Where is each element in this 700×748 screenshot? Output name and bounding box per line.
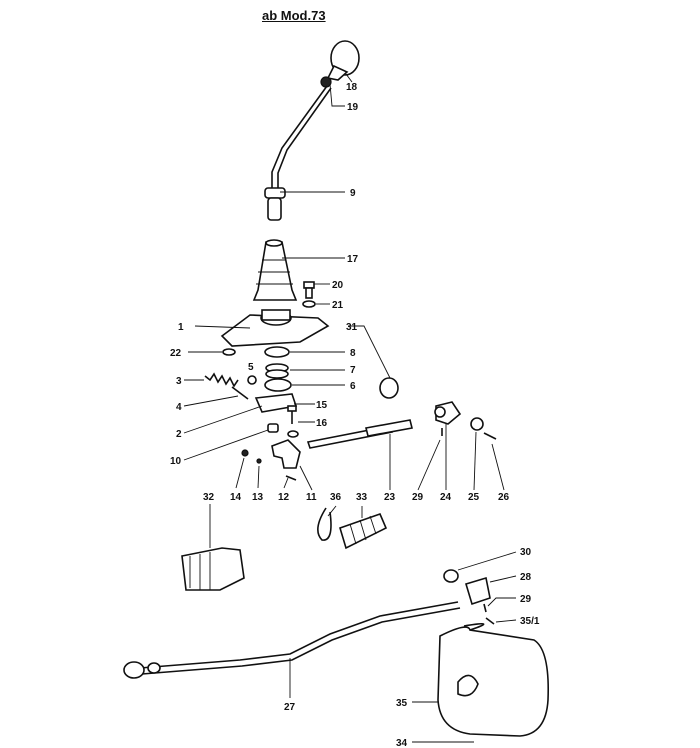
part-8-ring [264,346,290,358]
part-19-ring [320,76,332,88]
label-30: 30 [520,547,532,558]
label-12: 12 [278,492,290,503]
part-7-ring [265,363,289,379]
part-22-washer [222,348,236,356]
label-29b: 29 [520,594,532,605]
label-24: 24 [440,492,452,503]
part-10-bush [267,423,279,433]
part-28-coupling [465,576,491,606]
label-3: 3 [176,376,182,387]
part-31-grommet [379,377,399,399]
label-4: 4 [176,402,182,413]
label-16: 16 [316,418,328,429]
part-35-1-pin [485,617,495,625]
part-1-lever-housing [220,309,330,347]
label-6: 6 [350,381,356,392]
part-14-ball [241,449,249,457]
part-30-cap [443,569,459,583]
label-9: 9 [350,188,356,199]
part-25-bush [470,417,484,431]
label-10: 10 [170,456,182,467]
label-1: 1 [178,322,184,333]
label-8: 8 [350,348,356,359]
leader-lines [183,73,517,743]
part-4-pin [231,386,249,400]
label-14: 14 [230,492,242,503]
part-15-screw [287,405,297,424]
label-21: 21 [332,300,344,311]
label-35-1: 35/1 [520,616,540,627]
part-32-rubber-boot [181,547,245,591]
part-11-shift-finger [271,439,301,469]
label-13: 13 [252,492,264,503]
part-6-ring [264,378,292,392]
label-29a: 29 [412,492,424,503]
part-13-ball [256,458,262,464]
part-27-long-shift-rod [123,601,461,679]
label-22: 22 [170,348,182,359]
label-34: 34 [396,738,408,748]
part-23-shift-rod [306,419,413,449]
label-20: 20 [332,280,344,291]
label-28: 28 [520,572,532,583]
part-20-bolt [303,281,315,299]
label-26: 26 [498,492,510,503]
label-25: 25 [468,492,480,503]
part-3-spring [204,372,239,388]
label-2: 2 [176,429,182,440]
label-32: 32 [203,492,215,503]
label-17: 17 [347,254,359,265]
label-33: 33 [356,492,368,503]
part-21-washer [302,300,316,308]
label-36: 36 [330,492,342,503]
diagram-title: ab Mod.73 [262,8,326,23]
label-5: 5 [248,362,254,373]
label-23: 23 [384,492,396,503]
part-5-ball [247,375,257,385]
label-7: 7 [350,365,356,376]
part-29b-pin [483,603,487,613]
part-9-shift-lever [264,85,332,221]
part-33-bellows [339,512,388,550]
part-12-screw [285,475,297,481]
part-16-washer [287,430,299,438]
part-18-shift-knob [326,40,360,81]
part-36-clip [317,507,332,541]
part-35-cover [437,622,550,737]
part-24-coupling [434,401,462,425]
label-19: 19 [347,102,359,113]
part-17-rubber-boot [252,239,298,301]
label-35: 35 [396,698,408,709]
label-31: 31 [346,322,358,333]
label-18: 18 [346,82,358,93]
label-15: 15 [316,400,328,411]
label-27: 27 [284,702,296,713]
part-26-pin [483,432,497,440]
label-11: 11 [306,492,317,503]
